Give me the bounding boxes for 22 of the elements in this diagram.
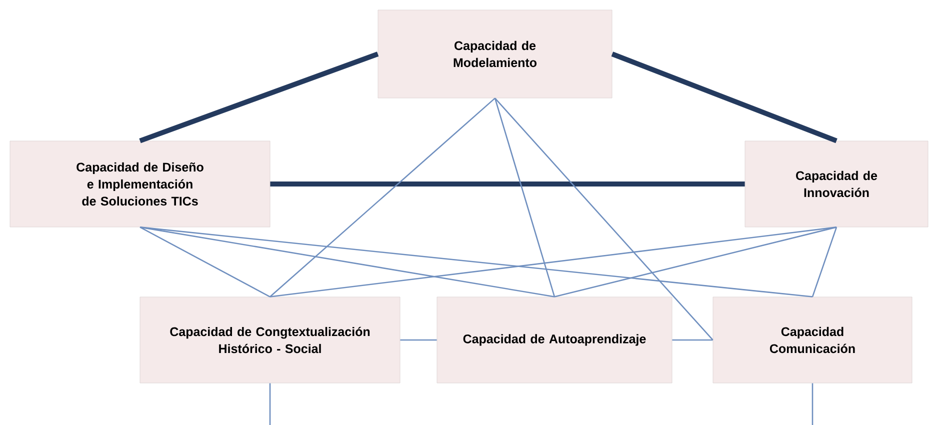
connector-line <box>140 226 270 298</box>
connector-line <box>270 182 745 186</box>
capacity-box: Capacidad de Congtextualización Histórico - Social <box>140 296 400 384</box>
capacity-box: Capacidad de Autoaprendizaje <box>436 296 672 384</box>
connector-line <box>554 226 837 298</box>
connector-line <box>270 226 837 298</box>
capacity-box: Capacidad de Diseño e Implementación de Soluciones TICs <box>10 140 270 228</box>
connector-line <box>270 98 496 298</box>
connector-line <box>494 98 556 297</box>
capacity-box: Capacidad de Innovación <box>744 140 928 228</box>
capacity-box: Capacidad de Modelamiento <box>378 10 612 98</box>
connector-line <box>672 339 713 341</box>
connector-line <box>611 52 838 144</box>
connector-line <box>140 226 555 298</box>
connector-line <box>269 383 271 425</box>
connector-line <box>140 226 813 298</box>
connector-line <box>812 383 814 425</box>
connector-line <box>494 98 714 340</box>
capacity-box: Capacidad Comunicación <box>712 296 912 384</box>
connector-line <box>400 339 437 341</box>
connector-line <box>812 226 838 297</box>
connector-line <box>139 52 379 144</box>
